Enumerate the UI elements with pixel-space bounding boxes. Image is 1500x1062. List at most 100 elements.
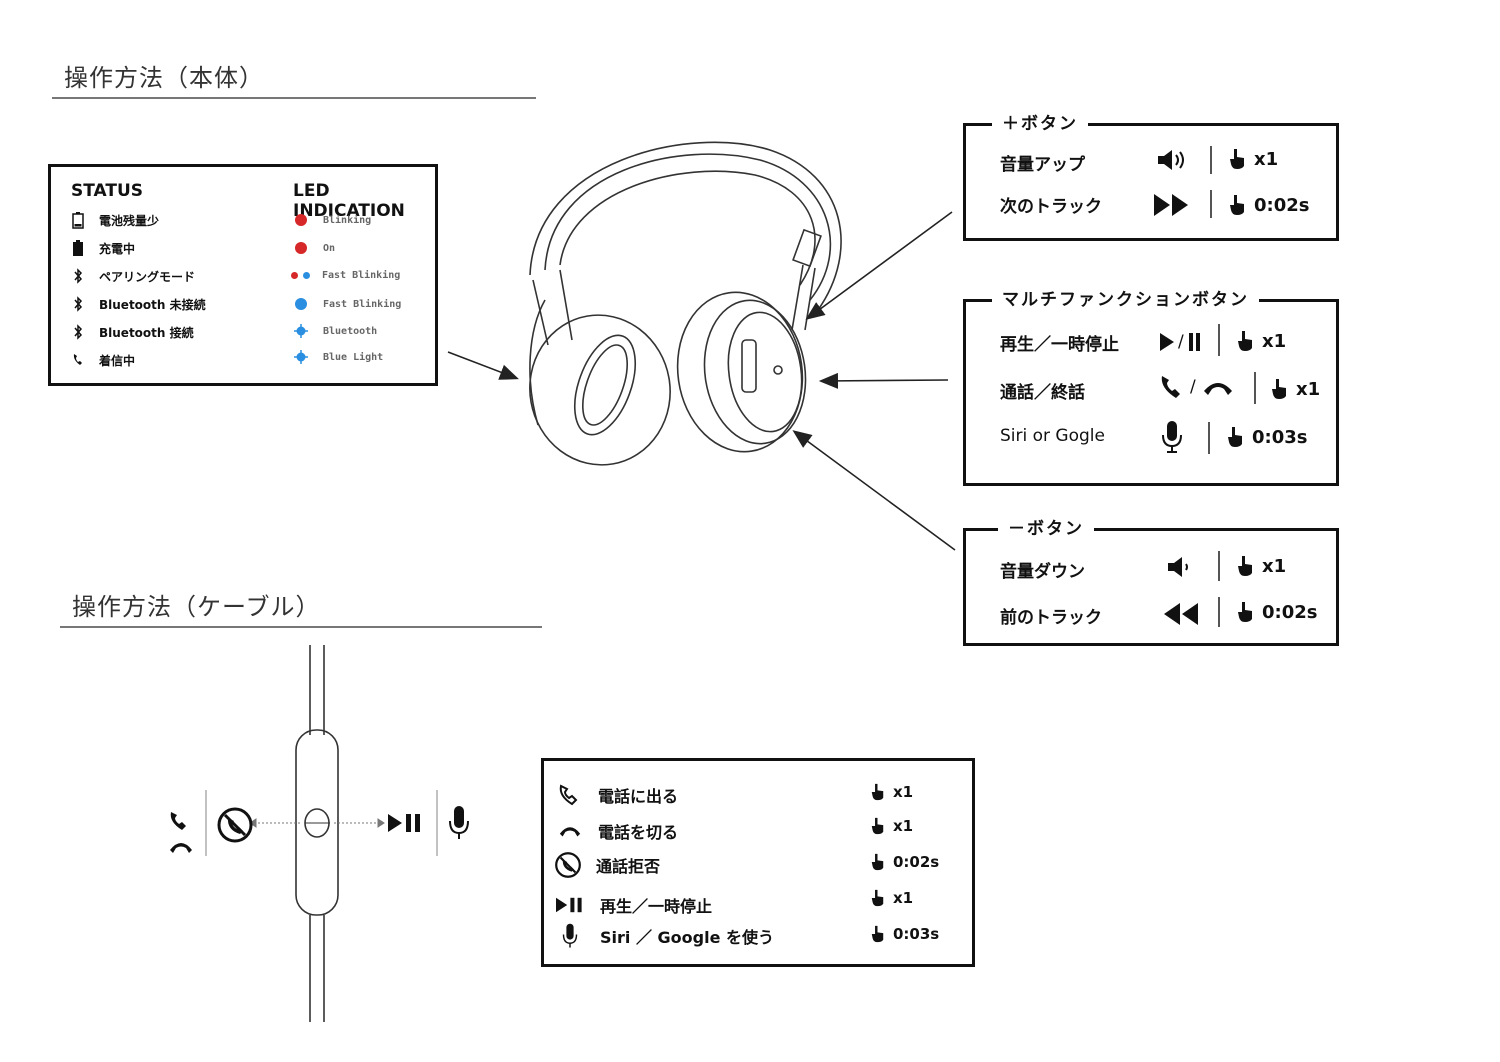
- led-row: Blue Light: [294, 350, 383, 364]
- previous-track-icon: [1164, 603, 1198, 625]
- bluetooth-icon: [74, 324, 83, 340]
- led-label: Fast Blinking: [323, 298, 402, 310]
- cable-row-reject-press: 0:02s: [870, 853, 939, 871]
- multi-row-play-pause: 再生／一時停止: [1000, 330, 1119, 355]
- plus-row-volume-up: 音量アップ: [1000, 150, 1085, 175]
- red-led-icon: [295, 242, 307, 254]
- call-label: 通話／終話: [1000, 383, 1085, 403]
- finger-press-icon: [1230, 195, 1244, 215]
- minus-button-box: －ボタン 音量ダウン x1 前のトラック 0:02s: [963, 517, 1339, 646]
- minus-row-volume-down: 音量ダウン: [1000, 557, 1085, 582]
- previous-track-label: 前のトラック: [1000, 608, 1102, 628]
- minus-row-volume-down-press: x1: [1236, 555, 1286, 577]
- led-label: On: [323, 242, 336, 254]
- status-title: STATUS: [71, 181, 144, 201]
- finger-press-icon: [1238, 331, 1252, 351]
- reject-call-icon: [217, 807, 253, 843]
- next-track-icon: [1154, 194, 1188, 216]
- multi-row-call: 通話／終話: [1000, 378, 1085, 403]
- heading-cable-operation: 操作方法（ケーブル）: [60, 587, 542, 628]
- press-duration: 0:02s: [893, 853, 940, 871]
- finger-press-icon: [1228, 427, 1242, 447]
- press-duration: 0:02s: [1262, 601, 1318, 623]
- cable-row-play-pause-press: x1: [870, 889, 913, 907]
- microphone-icon: [562, 923, 578, 948]
- siri-label: Siri or Gogle: [1000, 426, 1105, 446]
- status-row: ペアリングモード: [71, 267, 195, 285]
- cable-row-reject: 通話拒否: [554, 851, 660, 879]
- led-label: Blue Light: [323, 351, 384, 363]
- reject-call-icon: [555, 852, 581, 878]
- cable-row-hangup: 電話を切る: [558, 819, 678, 843]
- multi-row-call-press: x1: [1270, 378, 1320, 400]
- answer-call-icon: [170, 812, 186, 830]
- arrow-to-minus-button: [792, 430, 956, 551]
- cable-arrows: [249, 818, 385, 828]
- red-led-icon: [295, 214, 307, 226]
- minus-row-previous-track: 前のトラック: [1000, 603, 1102, 628]
- led-label: Bluetooth: [323, 325, 378, 337]
- status-label: ペアリングモード: [99, 269, 196, 284]
- led-row: Blinking: [295, 214, 371, 226]
- press-count: x1: [893, 783, 914, 801]
- heading-body-operation: 操作方法（本体）: [52, 58, 536, 99]
- status-row: 充電中: [71, 239, 135, 257]
- hangup-icon: [170, 843, 192, 853]
- hangup-label: 電話を切る: [598, 823, 679, 842]
- icon-separator: /: [1190, 377, 1196, 397]
- plus-button-box: ＋ボタン 音量アップ x1 次のトラック 0:02s: [963, 112, 1339, 241]
- minus-row-previous-track-press: 0:02s: [1236, 601, 1318, 623]
- status-row: 電池残量少: [71, 211, 159, 229]
- press-count: x1: [1262, 555, 1287, 577]
- status-label: 充電中: [99, 241, 136, 256]
- battery-charging-icon: [73, 240, 83, 256]
- led-label: Blinking: [323, 214, 372, 226]
- bluetooth-icon: [74, 296, 83, 312]
- play-pause-icon: [388, 814, 420, 832]
- volume-up-icon: [1158, 150, 1184, 170]
- press-duration: 0:03s: [893, 925, 940, 943]
- phone-icon: [73, 354, 82, 365]
- finger-press-icon: [871, 889, 884, 907]
- blue-led-flash-icon: [294, 324, 308, 338]
- cable-row-siri-google-press: 0:03s: [870, 925, 939, 943]
- plus-row-volume-up-press: x1: [1228, 148, 1278, 170]
- hangup-icon: [559, 827, 581, 837]
- finger-press-icon: [871, 817, 884, 835]
- reject-label: 通話拒否: [596, 857, 661, 876]
- press-duration: 0:02s: [1254, 194, 1310, 216]
- press-duration: 0:03s: [1252, 426, 1308, 448]
- volume-down-icon: [1168, 557, 1188, 577]
- finger-press-icon: [1238, 602, 1252, 622]
- multi-row-siri: Siri or Gogle: [1000, 426, 1105, 446]
- finger-press-icon: [1272, 379, 1286, 399]
- press-count: x1: [1254, 148, 1279, 170]
- status-row: Bluetooth 接続: [71, 323, 194, 341]
- status-label: Bluetooth 未接続: [99, 297, 206, 312]
- status-label: Bluetooth 接続: [99, 325, 194, 340]
- finger-press-icon: [1230, 149, 1244, 169]
- arrow-to-left-cup: [447, 351, 519, 380]
- plus-button-title: ＋ボタン: [992, 112, 1088, 136]
- volume-down-label: 音量ダウン: [1000, 562, 1085, 582]
- play-pause-icon: [556, 897, 582, 913]
- finger-press-icon: [871, 925, 884, 943]
- status-label: 着信中: [99, 353, 136, 368]
- arrow-to-plus-button: [805, 211, 953, 320]
- cable-row-answer-press: x1: [870, 783, 913, 801]
- blue-led-flash-icon: [294, 350, 308, 364]
- next-track-label: 次のトラック: [1000, 197, 1102, 217]
- play-pause-label: 再生／一時停止: [1000, 335, 1119, 355]
- siri-google-label: Siri ／ Google を使う: [600, 928, 775, 947]
- microphone-icon: [1162, 421, 1182, 453]
- multifunction-button-box: マルチファンクションボタン 再生／一時停止 / x1 通話／終話 / x1 Si…: [963, 288, 1339, 486]
- status-row: 着信中: [71, 351, 135, 369]
- arrow-to-multifunction-button: [818, 372, 949, 389]
- led-row: On: [295, 242, 335, 254]
- play-pause-label: 再生／一時停止: [600, 897, 713, 916]
- battery-low-icon: [72, 212, 84, 229]
- status-label: 電池残量少: [99, 213, 160, 228]
- press-count: x1: [893, 817, 914, 835]
- pointer-arrows: [447, 211, 956, 551]
